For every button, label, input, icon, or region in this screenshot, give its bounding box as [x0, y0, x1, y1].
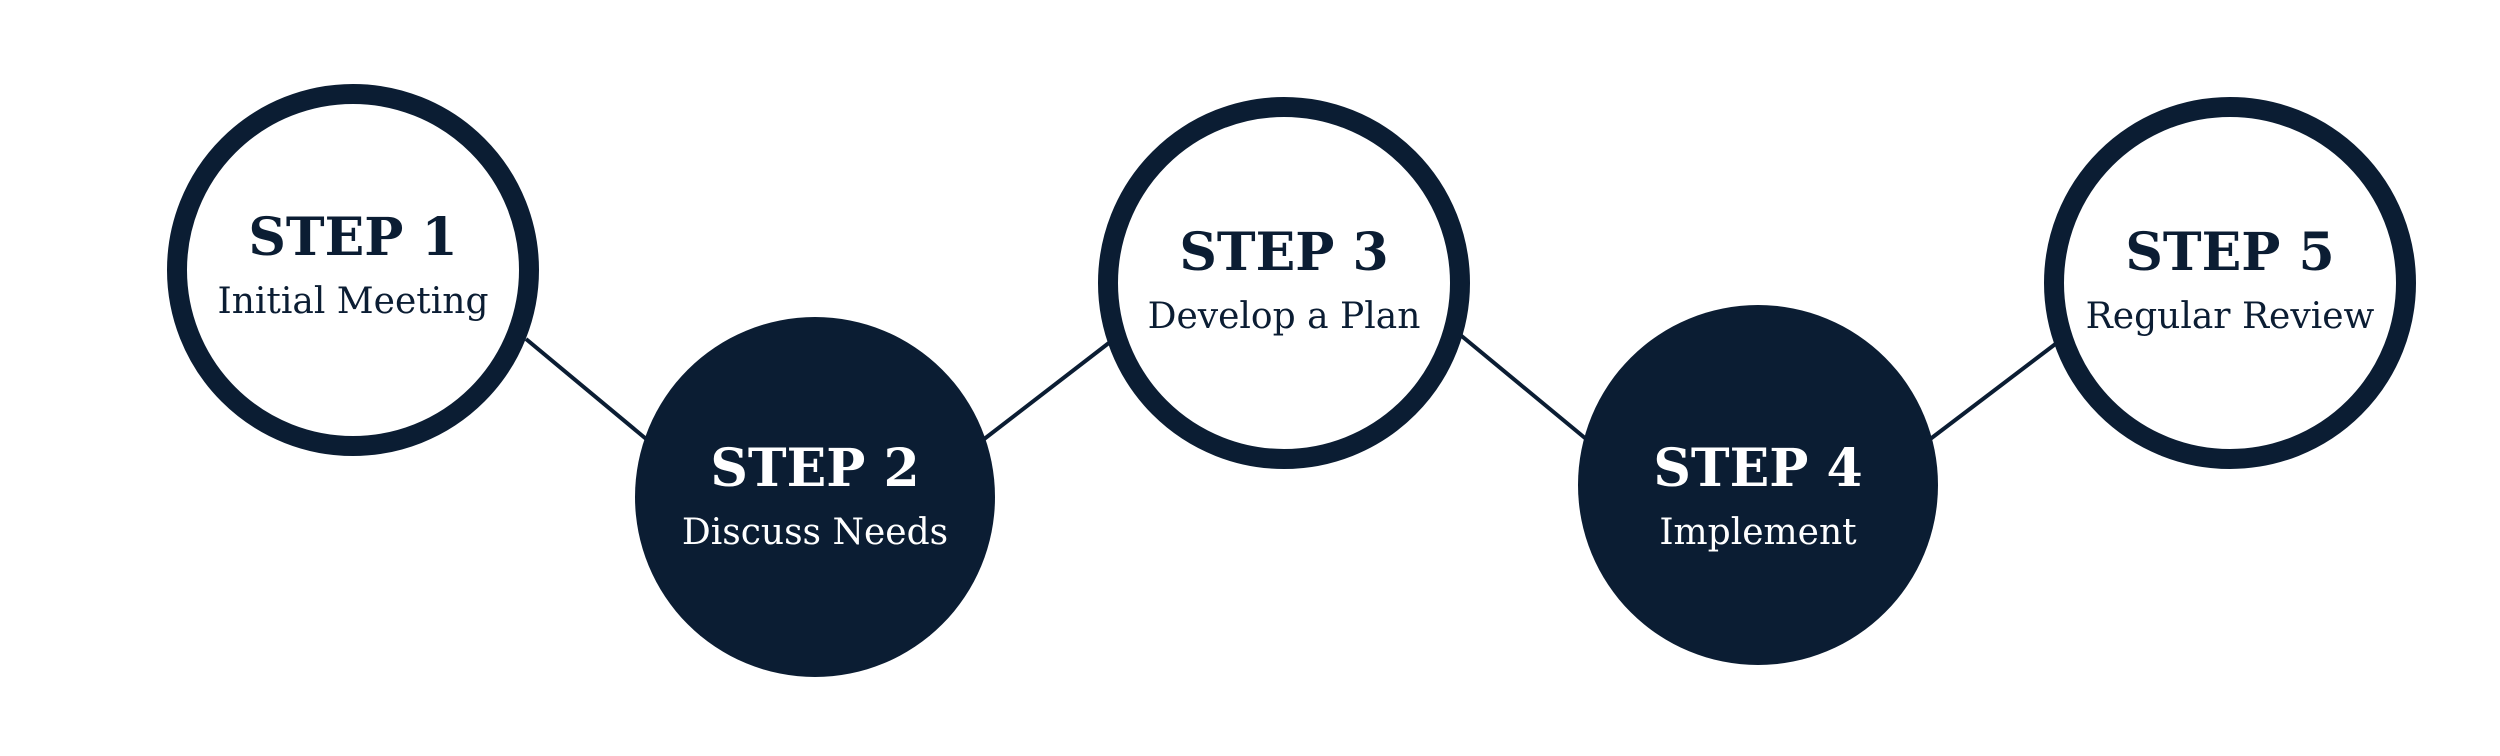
step-4-title: STEP 4 [1653, 438, 1862, 499]
connector-4-5 [1923, 337, 2064, 445]
connector-2-3 [977, 337, 1116, 445]
step-2-node: STEP 2 Discuss Needs [635, 317, 995, 677]
step-3-node: STEP 3 Develop a Plan [1098, 97, 1470, 469]
step-2-title: STEP 2 [710, 438, 919, 499]
step-3-title: STEP 3 [1179, 222, 1388, 283]
step-3-label: Develop a Plan [1148, 296, 1421, 337]
step-1-label: Initial Meeting [217, 281, 488, 322]
step-4-circle [1578, 305, 1938, 665]
step-5-circle [2044, 97, 2416, 469]
connector-1-2 [524, 337, 653, 445]
step-2-circle [635, 317, 995, 677]
step-5-label: Regular Review [2086, 296, 2375, 337]
step-1-node: STEP 1 Initial Meeting [167, 84, 539, 456]
step-4-node: STEP 4 Implement [1578, 305, 1938, 665]
connector-3-4 [1456, 331, 1593, 445]
step-4-label: Implement [1659, 512, 1857, 553]
step-3-circle [1098, 97, 1470, 469]
step-5-title: STEP 5 [2125, 222, 2334, 283]
step-1-circle [167, 84, 539, 456]
connectors [524, 331, 2064, 445]
step-1-title: STEP 1 [248, 207, 457, 268]
step-5-node: STEP 5 Regular Review [2044, 97, 2416, 469]
step-2-label: Discuss Needs [682, 512, 948, 553]
